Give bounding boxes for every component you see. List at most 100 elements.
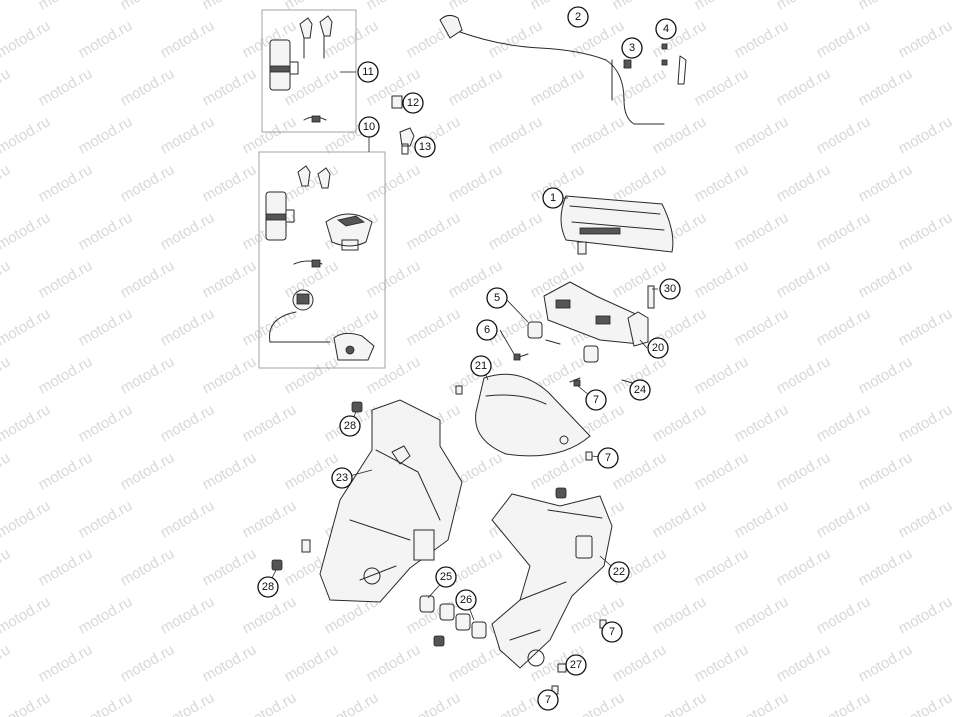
watermark-text: motod.ru bbox=[732, 113, 792, 157]
watermark-text: motod.ru bbox=[486, 113, 546, 157]
watermark-text: motod.ru bbox=[0, 113, 53, 157]
watermark-text: motod.ru bbox=[610, 641, 670, 685]
watermark-text: motod.ru bbox=[36, 353, 96, 397]
watermark-text: motod.ru bbox=[692, 257, 752, 301]
watermark-text: motod.ru bbox=[856, 353, 916, 397]
watermark-text: motod.ru bbox=[158, 17, 218, 61]
watermark-text: motod.ru bbox=[814, 401, 874, 445]
callout-28: 28 bbox=[257, 576, 279, 598]
callout-7: 7 bbox=[601, 621, 623, 643]
watermark-text: motod.ru bbox=[200, 641, 260, 685]
watermark-text: motod.ru bbox=[118, 0, 178, 13]
watermark-text: motod.ru bbox=[240, 689, 300, 717]
svg-text:7: 7 bbox=[593, 394, 599, 406]
windscreen-21 bbox=[475, 373, 591, 457]
watermark-text: motod.ru bbox=[118, 353, 178, 397]
callout-6: 6 bbox=[476, 319, 498, 341]
watermark-text: motod.ru bbox=[610, 0, 670, 13]
watermark-text: motod.ru bbox=[856, 65, 916, 109]
watermark-text: motod.ru bbox=[240, 593, 300, 637]
watermark-text: motod.ru bbox=[896, 401, 956, 445]
watermark-text: motod.ru bbox=[0, 257, 13, 301]
callout-25: 25 bbox=[435, 566, 457, 588]
watermark-text: motod.ru bbox=[692, 0, 752, 13]
callout-7: 7 bbox=[537, 689, 559, 711]
watermark-text: motod.ru bbox=[118, 65, 178, 109]
watermark-text: motod.ru bbox=[282, 0, 342, 13]
watermark-text: motod.ru bbox=[36, 65, 96, 109]
watermark-text: motod.ru bbox=[240, 113, 300, 157]
watermark-text: motod.ru bbox=[896, 209, 956, 253]
watermark-text: motod.ru bbox=[200, 161, 260, 205]
watermark-text: motod.ru bbox=[0, 161, 13, 205]
watermark-text: motod.ru bbox=[692, 353, 752, 397]
watermark-text: motod.ru bbox=[774, 257, 834, 301]
watermark-text: motod.ru bbox=[0, 0, 13, 13]
right-side-fairing-22 bbox=[491, 493, 613, 669]
watermark-text: motod.ru bbox=[200, 545, 260, 589]
watermark-text: motod.ru bbox=[118, 161, 178, 205]
svg-text:22: 22 bbox=[613, 566, 625, 578]
watermark-text: motod.ru bbox=[76, 113, 136, 157]
screws-12-13 bbox=[391, 95, 415, 155]
svg-text:11: 11 bbox=[362, 66, 373, 78]
watermark-text: motod.ru bbox=[896, 113, 956, 157]
watermark-text: motod.ru bbox=[732, 17, 792, 61]
callout-28: 28 bbox=[339, 415, 361, 437]
watermark-text: motod.ru bbox=[118, 449, 178, 493]
watermark-text: motod.ru bbox=[158, 401, 218, 445]
watermark-text: motod.ru bbox=[36, 0, 96, 13]
watermark-text: motod.ru bbox=[0, 449, 13, 493]
watermark-text: motod.ru bbox=[404, 689, 464, 717]
watermark-text: motod.ru bbox=[200, 449, 260, 493]
watermark-text: motod.ru bbox=[814, 113, 874, 157]
svg-text:24: 24 bbox=[634, 384, 646, 396]
watermark-text: motod.ru bbox=[856, 0, 916, 13]
svg-text:23: 23 bbox=[336, 472, 348, 484]
watermark-text: motod.ru bbox=[692, 65, 752, 109]
svg-text:25: 25 bbox=[440, 571, 452, 583]
callout-24: 24 bbox=[629, 379, 651, 401]
watermark-text: motod.ru bbox=[158, 689, 218, 717]
kit-frame-11 bbox=[261, 9, 357, 133]
watermark-text: motod.ru bbox=[610, 449, 670, 493]
svg-text:27: 27 bbox=[570, 659, 582, 671]
cable-harness-2 bbox=[439, 14, 687, 125]
watermark-text: motod.ru bbox=[692, 161, 752, 205]
watermark-text: motod.ru bbox=[568, 113, 628, 157]
callout-3: 3 bbox=[621, 37, 643, 59]
svg-text:12: 12 bbox=[407, 97, 419, 109]
instrument-bracket-20 bbox=[527, 281, 655, 363]
watermark-text: motod.ru bbox=[36, 545, 96, 589]
watermark-text: motod.ru bbox=[856, 161, 916, 205]
watermark-text: motod.ru bbox=[364, 257, 424, 301]
watermark-text: motod.ru bbox=[118, 545, 178, 589]
watermark-text: motod.ru bbox=[732, 689, 792, 717]
watermark-text: motod.ru bbox=[118, 257, 178, 301]
watermark-text: motod.ru bbox=[692, 641, 752, 685]
svg-text:3: 3 bbox=[629, 42, 635, 54]
svg-text:1: 1 bbox=[550, 192, 556, 204]
svg-text:4: 4 bbox=[663, 23, 669, 35]
watermark-text: motod.ru bbox=[610, 257, 670, 301]
watermark-text: motod.ru bbox=[732, 209, 792, 253]
watermark-text: motod.ru bbox=[814, 17, 874, 61]
watermark-text: motod.ru bbox=[76, 209, 136, 253]
watermark-text: motod.ru bbox=[610, 65, 670, 109]
svg-text:5: 5 bbox=[494, 292, 500, 304]
callout-2: 2 bbox=[567, 6, 589, 28]
watermark-text: motod.ru bbox=[118, 641, 178, 685]
watermark-text: motod.ru bbox=[0, 641, 13, 685]
watermark-text: motod.ru bbox=[36, 257, 96, 301]
watermark-text: motod.ru bbox=[650, 497, 710, 541]
watermark-text: motod.ru bbox=[404, 209, 464, 253]
watermark-text: motod.ru bbox=[568, 689, 628, 717]
svg-text:7: 7 bbox=[605, 452, 611, 464]
watermark-text: motod.ru bbox=[650, 113, 710, 157]
watermark-text: motod.ru bbox=[856, 449, 916, 493]
watermark-text: motod.ru bbox=[0, 689, 53, 717]
watermark-text: motod.ru bbox=[732, 305, 792, 349]
watermark-text: motod.ru bbox=[446, 161, 506, 205]
svg-text:20: 20 bbox=[652, 342, 664, 354]
left-side-fairing-23 bbox=[319, 399, 463, 603]
